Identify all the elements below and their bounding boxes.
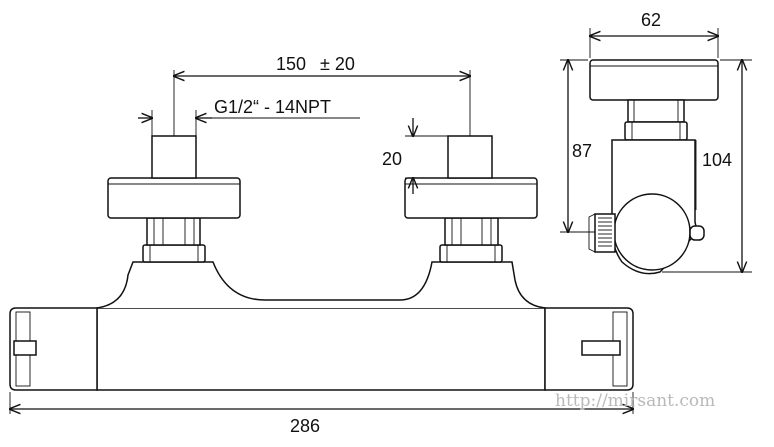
height-total-dimension: 104 <box>662 60 752 272</box>
depth-value: 62 <box>641 10 661 30</box>
pipe-height-dimension: 20 <box>382 118 448 194</box>
spacing-value: 150 <box>276 54 306 74</box>
side-outlet-round <box>613 193 691 271</box>
side-threaded-outlet <box>588 213 616 253</box>
height-total-value: 104 <box>702 150 732 170</box>
left-end-cap <box>9 307 98 391</box>
right-connector <box>404 135 538 263</box>
spacing-tolerance: ± 20 <box>320 54 355 74</box>
height-short-value: 87 <box>572 141 592 161</box>
total-length-value: 286 <box>290 416 320 436</box>
mixer-main-body <box>96 307 546 391</box>
height-short-dimension: 87 <box>560 60 595 232</box>
side-view: 62 87 104 <box>560 10 752 275</box>
left-connector <box>107 135 241 263</box>
right-end-cap <box>544 307 634 391</box>
mixer-body-hump <box>96 261 546 309</box>
spacing-dimension: 150 ± 20 <box>174 54 470 136</box>
total-length-dimension: 286 <box>10 392 633 436</box>
thread-label: G1/2“ - 14NPT <box>214 97 331 117</box>
thread-dimension: G1/2“ - 14NPT <box>138 97 360 136</box>
pipe-height-value: 20 <box>382 149 402 169</box>
watermark-text: http://mirsant.com <box>555 391 715 411</box>
depth-dimension: 62 <box>590 10 718 58</box>
front-view: 150 ± 20 G1/2“ - 14NPT 20 286 <box>10 54 633 436</box>
